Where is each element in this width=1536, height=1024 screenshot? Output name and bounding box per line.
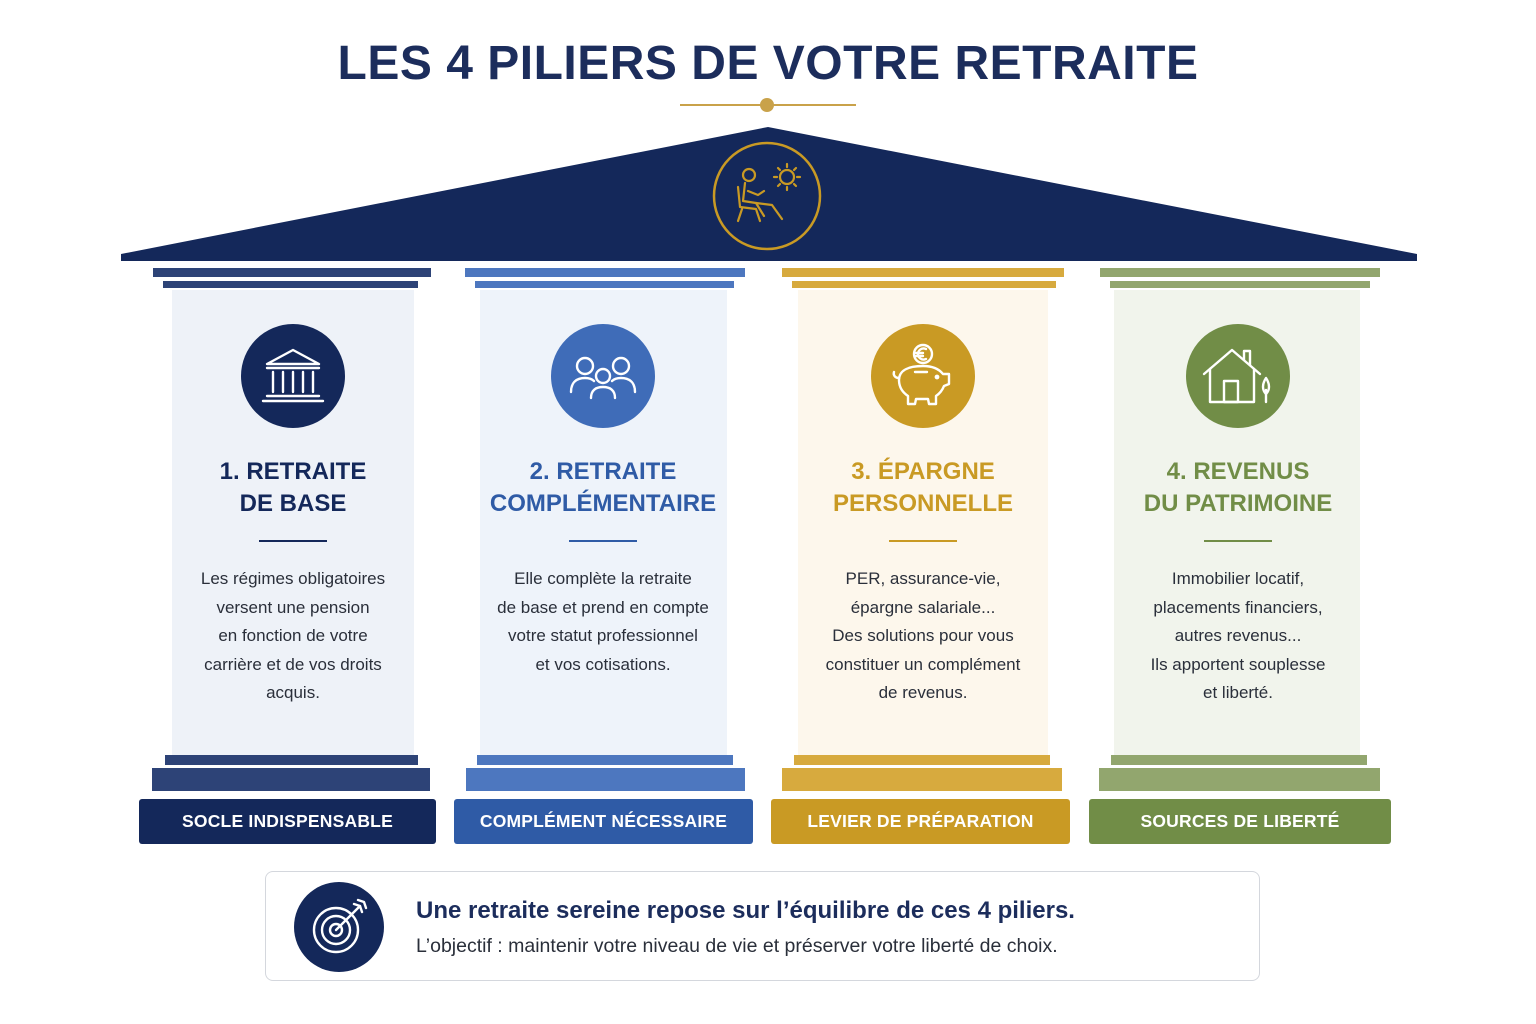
pillar-4-title: 4. REVENUS DU PATRIMOINE [1106, 456, 1370, 520]
pillar-3-capital-bottom [792, 281, 1056, 288]
summary-box [265, 871, 1260, 981]
pillar-4-label: SOURCES DE LIBERTÉ [1089, 799, 1391, 844]
pillar-3-description: PER, assurance-vie, épargne salariale...… [790, 565, 1056, 708]
pillar-2-title-line1: 2. RETRAITE [529, 458, 677, 485]
pillar-4-desc-line: et liberté. [1203, 683, 1273, 702]
pillar-4-base-bottom [1099, 768, 1380, 791]
pillar-1-desc-line: Les régimes obligatoires [200, 569, 386, 588]
pillar-1-desc-line: en fonction de votre [218, 626, 368, 645]
title-divider-left [680, 104, 764, 106]
pillar-2-desc-line: et vos cotisations. [535, 654, 671, 674]
pillar-4-title-line2: DU PATRIMOINE [1143, 490, 1333, 517]
pillar-1-label: SOCLE INDISPENSABLE [139, 799, 436, 844]
pillar-3-rule [889, 540, 957, 542]
pillar-1-title-line1: 1. RETRAITE [219, 458, 367, 485]
pillar-3-desc-line: de revenus. [878, 683, 968, 702]
pillar-3-base-bottom [782, 768, 1062, 791]
title-divider-dot [760, 98, 774, 112]
pillar-4-capital-top [1100, 268, 1380, 277]
pillar-3-title: 3. ÉPARGNE PERSONNELLE [790, 456, 1056, 520]
pillar-3-title-line1: 3. ÉPARGNE [851, 458, 995, 485]
pillar-4-capital-bottom [1110, 281, 1370, 288]
pillar-1-title-line2: DE BASE [239, 490, 347, 517]
pillar-1-desc-line: carrière et de vos droits [204, 654, 382, 674]
pillar-3-desc-line: PER, assurance-vie, [845, 569, 1001, 588]
pillar-2-base-bottom [466, 768, 745, 791]
pillar-2-description: Elle complète la retraite de base et pre… [472, 565, 734, 679]
pillar-1-base-bottom [152, 768, 430, 791]
pillar-1-desc-line: versent une pension [216, 597, 370, 617]
pillar-4-desc-line: Ils apportent souplesse [1150, 654, 1326, 674]
pillar-3-base-top [794, 755, 1050, 765]
pillar-2-capital-bottom [475, 281, 734, 288]
house-tree-icon [1186, 324, 1290, 428]
pillar-3-desc-line: épargne salariale... [850, 597, 996, 617]
summary-headline: Une retraite sereine repose sur l’équili… [416, 897, 1075, 924]
pillar-1-capital-bottom [163, 281, 418, 288]
piggy-bank-euro-icon [871, 324, 975, 428]
pillar-2-base-top [477, 755, 733, 765]
pillar-2-title-line2: COMPLÉMENTAIRE [489, 490, 717, 517]
pillar-4-desc-line: placements financiers, [1153, 597, 1323, 617]
pillar-3-label: LEVIER DE PRÉPARATION [771, 799, 1070, 844]
pillar-4-rule [1204, 540, 1272, 542]
pillar-2-desc-line: de base et prend en compte [497, 597, 709, 617]
pillar-2-rule [569, 540, 637, 542]
pillar-4-description: Immobilier locatif, placements financier… [1106, 565, 1370, 708]
pillar-2-label: COMPLÉMENT NÉCESSAIRE [454, 799, 753, 844]
pillar-4-base-top [1111, 755, 1367, 765]
pillar-1-rule [259, 540, 327, 542]
page-title: LES 4 PILIERS DE VOTRE RETRAITE [337, 37, 1199, 90]
pillar-2-capital-top [465, 268, 745, 277]
pillar-4-desc-line: autres revenus... [1174, 626, 1302, 645]
pillar-1-title: 1. RETRAITE DE BASE [172, 456, 414, 520]
pillar-1-desc-line: acquis. [266, 683, 320, 702]
pillar-3-title-line2: PERSONNELLE [832, 490, 1014, 517]
pillar-4-desc-line: Immobilier locatif, [1171, 569, 1305, 588]
pillar-1-base-top [165, 755, 418, 765]
bank-building-icon [241, 324, 345, 428]
pillar-1-capital-top [153, 268, 431, 277]
pillar-3-capital-top [782, 268, 1064, 277]
pillar-2-title: 2. RETRAITE COMPLÉMENTAIRE [472, 456, 734, 520]
pillar-2-desc-line: votre statut professionnel [508, 626, 698, 645]
pillar-4-title-line1: 4. REVENUS [1166, 458, 1310, 485]
retiree-relaxing-icon [712, 141, 822, 251]
people-group-icon [551, 324, 655, 428]
pillar-3-desc-line: Des solutions pour vous [832, 626, 1014, 645]
target-arrow-icon [294, 882, 384, 972]
title-divider-right [772, 104, 856, 106]
pillar-2-desc-line: Elle complète la retraite [514, 569, 692, 588]
summary-subline: L’objectif : maintenir votre niveau de v… [416, 935, 1058, 957]
pillar-1-description: Les régimes obligatoires versent une pen… [172, 565, 414, 708]
pillar-3-desc-line: constituer un complément [825, 654, 1021, 674]
roof-pediment [121, 127, 1417, 261]
